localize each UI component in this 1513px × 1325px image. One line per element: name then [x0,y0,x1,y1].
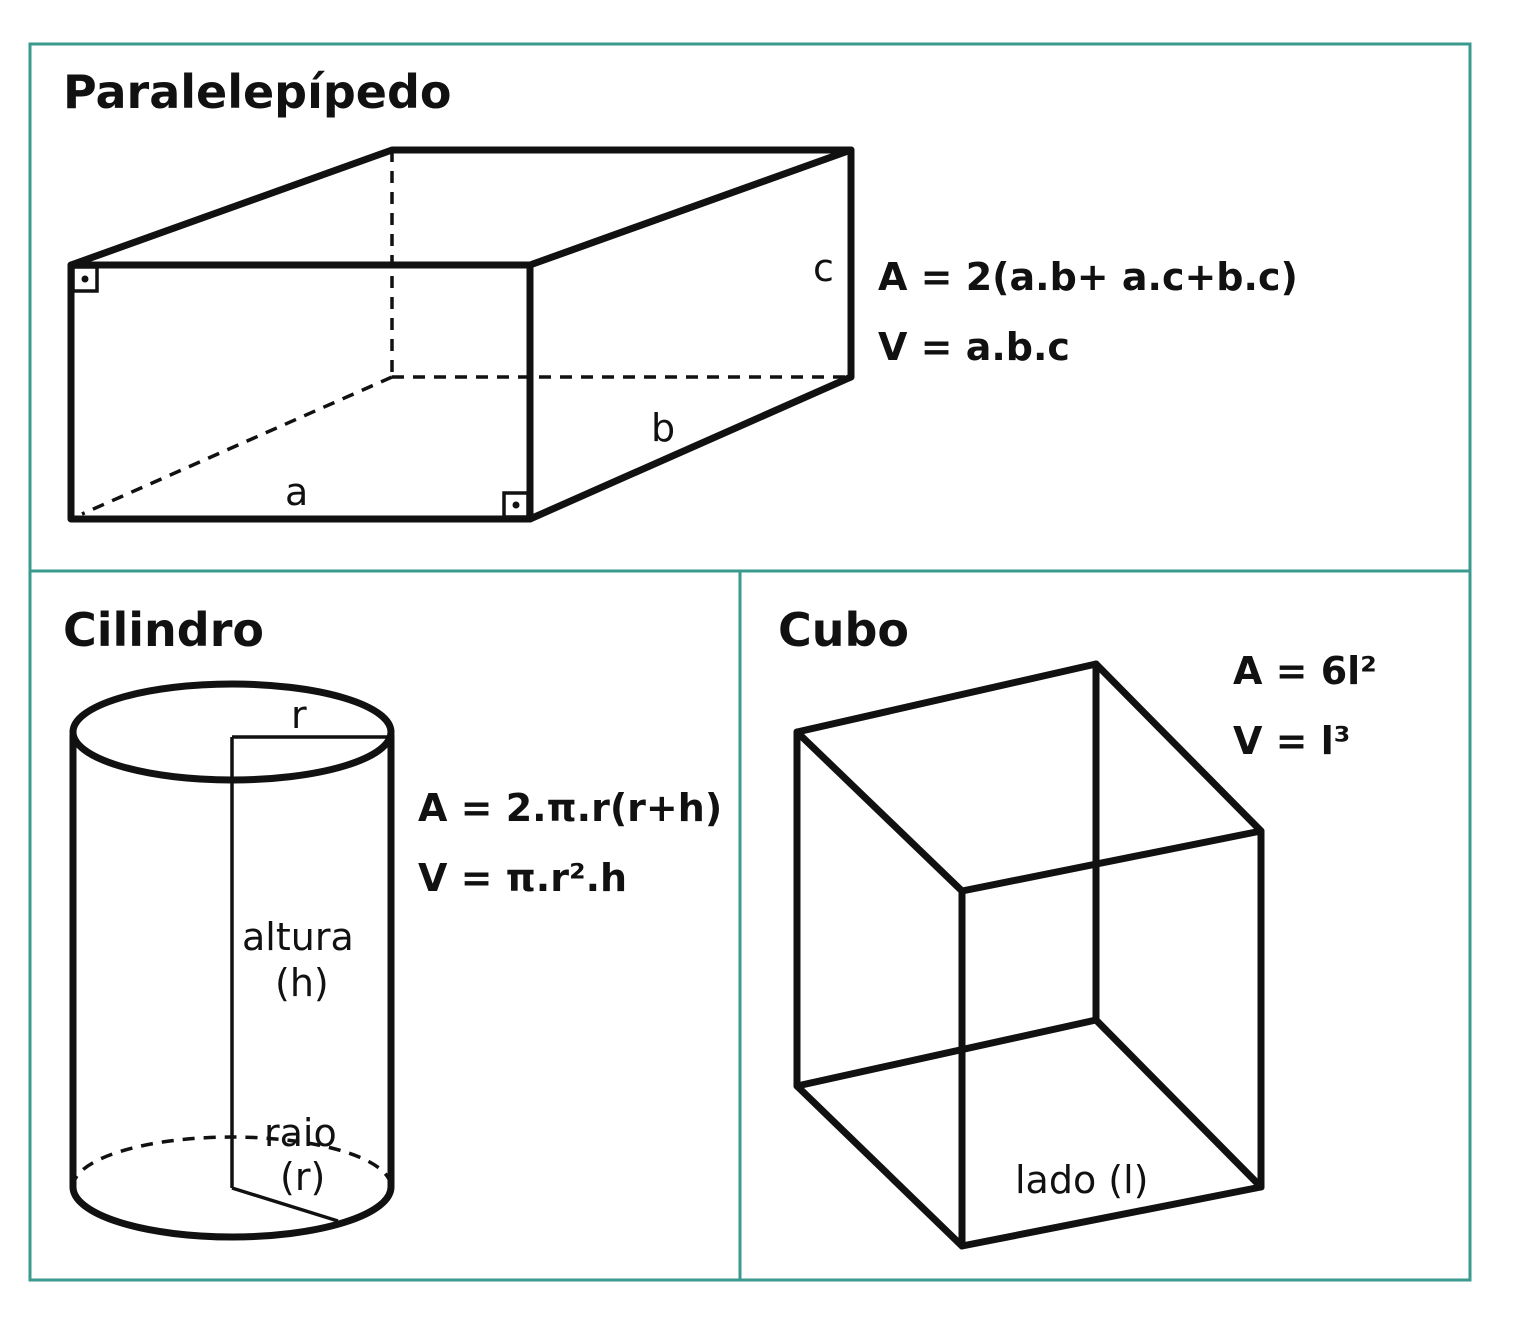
prism-title: Paralelepípedo [63,65,452,119]
cylinder-label-height-1: altura [242,915,354,959]
cylinder-label-radius-1: raio [264,1111,337,1155]
prism-side-face [526,146,855,523]
cube-edge-bottom-right [1092,1016,1265,1191]
right-angle-dot-bottom [512,501,520,509]
prism-area-formula: A = 2(a.b+ a.c+b.c) [878,255,1298,299]
prism-label-b: b [651,406,675,450]
prism-hidden-edge-depth [81,375,393,516]
cube-title: Cubo [778,603,909,657]
prism-panel: Paralelepípedo a b c A = 2(a.b+ a.c+b.c)… [63,65,1298,523]
cube-edge-bottom-left [793,1082,966,1250]
prism-label-a: a [285,470,308,514]
cylinder-volume-formula: V = π.r².h [418,856,627,900]
cube-drawing: lado (l) [793,660,1265,1250]
cylinder-panel: Cilindro r altura (h) raio (r) A = 2.π.r… [63,603,722,1241]
cylinder-drawing: r altura (h) raio (r) [69,680,395,1241]
cylinder-label-radius-2: (r) [280,1155,325,1199]
cylinder-radius-bottom [231,1186,339,1223]
outer-border [28,42,1472,1282]
prism-drawing: a b c [67,146,855,523]
panel-borders [28,42,1472,1282]
cube-panel: Cubo lado (l) A = 6l² V = l³ [778,603,1377,1250]
right-angle-marker-bottom [502,491,530,519]
right-angle-dot-top [81,275,89,283]
prism-label-c: c [813,246,834,290]
cube-edge-top-right [1092,660,1265,835]
cube-area-formula: A = 6l² [1233,649,1377,693]
prism-top-face [67,146,855,269]
right-angle-marker-top [71,265,99,293]
prism-volume-formula: V = a.b.c [878,325,1070,369]
prism-front-face [67,261,534,523]
cylinder-base-front-arc [69,1183,395,1241]
cylinder-label-height-2: (h) [275,961,329,1005]
cube-edge-top-left [793,728,966,895]
cylinder-area-formula: A = 2.π.r(r+h) [418,786,722,830]
cube-volume-formula: V = l³ [1233,719,1350,763]
cylinder-label-r: r [291,693,307,737]
cube-label-side: lado (l) [1015,1158,1149,1202]
cylinder-title: Cilindro [63,603,264,657]
